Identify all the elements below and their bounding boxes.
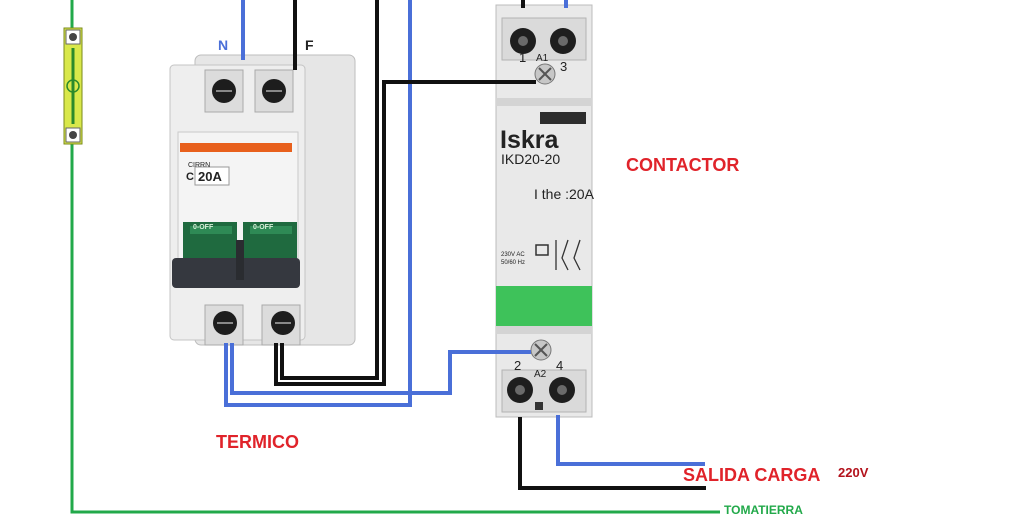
terminal-2-label: 2	[514, 358, 522, 373]
breaker-rating: 20A	[198, 169, 222, 184]
phase-label: F	[305, 37, 314, 53]
terminal-4-label: 4	[556, 358, 564, 373]
tomatierra-label: TOMATIERRA	[724, 503, 803, 517]
breaker-brand: CIRRN	[188, 162, 211, 169]
earth-terminal-block	[63, 27, 83, 145]
terminal-3-label: 3	[560, 59, 568, 74]
contactor-model: IKD20-20	[501, 151, 561, 167]
termico-title: TERMICO	[216, 432, 299, 452]
terminal-a2-label: A2	[534, 369, 547, 380]
neutral-label: N	[218, 37, 229, 53]
contactor-rating: I the :20A	[534, 186, 594, 202]
breaker-off-label-1: 0-OFF	[193, 224, 214, 231]
circuit-breaker	[169, 54, 356, 346]
contactor-brand: Iskra	[500, 126, 559, 154]
salida-carga-label: SALIDA CARGA	[683, 465, 821, 485]
terminal-1-label: 1	[519, 50, 527, 65]
voltage-label: 220V	[838, 465, 869, 480]
breaker-curve: C	[186, 171, 194, 183]
terminal-a1-label: A1	[536, 53, 549, 64]
contactor-device	[495, 4, 593, 418]
neutral-wires	[224, 0, 705, 466]
contactor-title: CONTACTOR	[626, 155, 740, 175]
coil-spec-voltage: 230V AC	[501, 252, 525, 258]
breaker-off-label-2: 0-OFF	[253, 224, 274, 231]
earth-wire	[70, 0, 720, 514]
phase-wires	[274, 0, 706, 490]
coil-spec-frequency: 50/60 Hz	[501, 260, 526, 266]
